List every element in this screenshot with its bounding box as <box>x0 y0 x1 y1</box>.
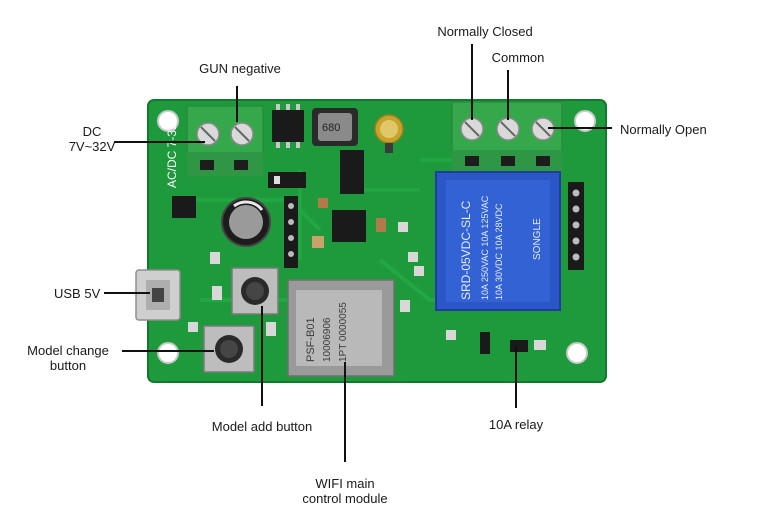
relay-brand: SONGLE <box>532 218 543 260</box>
relay-marking-3: 10A 30VDC 10A 28VDC <box>494 203 504 300</box>
label-model-change: Model change button <box>14 343 122 373</box>
diode <box>268 172 306 188</box>
transistor <box>172 196 196 218</box>
label-normally-closed: Normally Closed <box>437 24 533 39</box>
wifi-module <box>287 279 395 377</box>
label-dc-line1: DC <box>82 124 102 139</box>
label-model-change-line2: button <box>49 358 87 373</box>
mount-hole <box>157 342 179 364</box>
label-dc-line2: 7V~32V <box>68 139 116 154</box>
label-model-change-line1: Model change <box>27 343 109 358</box>
module-marking-3: 1PT 0000055 <box>338 302 349 362</box>
input-terminal-block <box>186 105 264 176</box>
relay <box>435 171 561 311</box>
inductor <box>312 108 358 146</box>
large-capacitor <box>221 197 271 247</box>
small-capacitor <box>374 114 404 153</box>
relay-marking-1: SRD-05VDC-SL-C <box>459 200 473 300</box>
relay-marking-2: 10A 250VAC 10A 125VAC <box>480 195 490 300</box>
module-marking-1: PSF-B01 <box>305 317 317 362</box>
mosfet <box>340 150 364 194</box>
label-gun-negative: GUN negative <box>199 61 281 76</box>
label-wifi-module: WIFI main control module <box>290 476 400 506</box>
inductor-marking: 680 <box>322 122 340 134</box>
regulator-chip <box>272 104 304 148</box>
usb-port <box>135 269 181 321</box>
input-terminal-marking: AC/DC 7-32V <box>165 115 179 188</box>
label-wifi-line2: control module <box>302 491 388 506</box>
label-10a-relay: 10A relay <box>488 417 544 432</box>
model-change-button[interactable] <box>203 325 255 373</box>
label-model-add: Model add button <box>211 419 313 434</box>
label-usb-5v: USB 5V <box>54 286 101 301</box>
leader-lines <box>104 44 612 462</box>
driver-chip <box>332 210 366 242</box>
label-normally-open: Normally Open <box>620 122 707 137</box>
mount-hole <box>157 110 179 132</box>
label-common: Common <box>491 50 545 65</box>
mount-hole <box>566 342 588 364</box>
mount-hole <box>574 110 596 132</box>
header-pins <box>284 196 298 268</box>
module-marking-2: 10006906 <box>322 317 333 362</box>
label-dc: DC 7V~32V <box>64 124 120 154</box>
model-add-button[interactable] <box>231 267 279 315</box>
label-wifi-line1: WIFI main <box>315 476 375 491</box>
